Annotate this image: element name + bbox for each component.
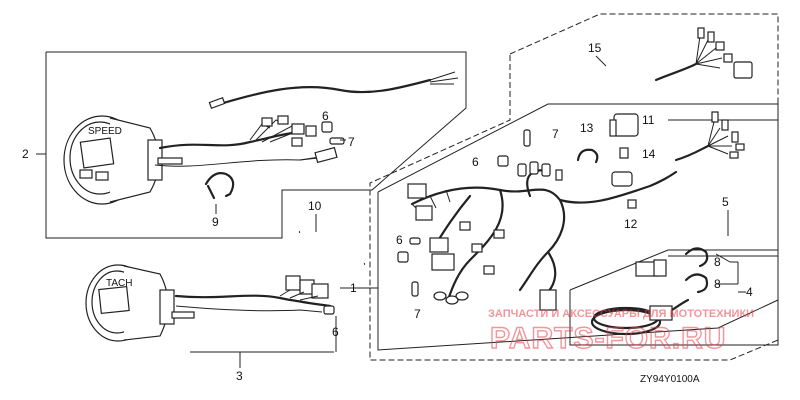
callout-10: 10	[308, 199, 322, 213]
callout-8-upper: 8	[714, 255, 721, 269]
callout-6-speedo: 6	[322, 109, 329, 123]
callout-7-speedo: 7	[348, 135, 355, 149]
callout-12: 12	[624, 217, 638, 231]
harness-15-top	[654, 27, 753, 82]
callout-11: 11	[642, 113, 655, 127]
speedometer-gauge: SPEED	[63, 115, 183, 205]
diagram-code: ZY94Y0100A	[640, 374, 700, 385]
relay-11	[609, 113, 639, 137]
group-15-frame	[369, 13, 779, 361]
callout-8-lower: 8	[714, 277, 721, 291]
callout-7-upper: 7	[552, 127, 559, 141]
sub-harness-5	[674, 111, 745, 162]
tach-label: TACH	[106, 278, 132, 289]
clip-8-upper	[684, 247, 709, 268]
callout-13: 13	[580, 121, 594, 135]
callout-15: 15	[588, 41, 602, 55]
nut-6-upper	[497, 155, 509, 167]
callout-3: 3	[236, 369, 243, 383]
callout-4: 4	[746, 285, 753, 299]
extension-cable-4	[590, 259, 690, 336]
callout-6-upper: 6	[472, 155, 479, 169]
leader-lines	[36, 55, 746, 368]
clip-13	[576, 148, 599, 164]
watermark: ЗАПЧАСТИ И АКСЕССУАРЫ ДЛЯ МОТОТЕХНИКИ PA…	[488, 308, 754, 356]
callout-9: 9	[212, 215, 219, 229]
main-wire-harness	[407, 161, 678, 311]
speedo-terminal-7	[329, 137, 345, 145]
terminal-7-upper	[523, 129, 531, 147]
speed-label: SPEED	[88, 126, 122, 137]
tachometer-wiring	[174, 275, 335, 315]
clip-8-lower	[684, 273, 709, 294]
speedometer-wiring	[154, 71, 459, 167]
group-5-frame	[668, 119, 779, 257]
watermark-site: PARTS-FOR.RU	[490, 322, 726, 355]
callout-6-tach: 6	[332, 325, 339, 339]
terminal-7-lower	[411, 281, 419, 297]
nut-6-left	[397, 251, 409, 263]
terminal-12	[627, 199, 637, 209]
speedo-nut-6	[321, 121, 333, 133]
callout-6-left: 6	[396, 233, 403, 247]
group-4-frame	[569, 249, 779, 346]
clip-9	[204, 172, 235, 200]
callout-7-lower: 7	[414, 307, 421, 321]
callout-2: 2	[22, 147, 29, 161]
group-2-frame	[45, 51, 467, 239]
tube-10	[298, 228, 366, 267]
callout-5: 5	[722, 195, 729, 209]
callout-14: 14	[642, 147, 656, 161]
tachometer-gauge: TACH	[85, 264, 195, 342]
callout-1: 1	[350, 281, 357, 295]
watermark-tagline: ЗАПЧАСТИ И АКСЕССУАРЫ ДЛЯ МОТОТЕХНИКИ	[488, 308, 754, 320]
fuse-14	[611, 147, 633, 187]
